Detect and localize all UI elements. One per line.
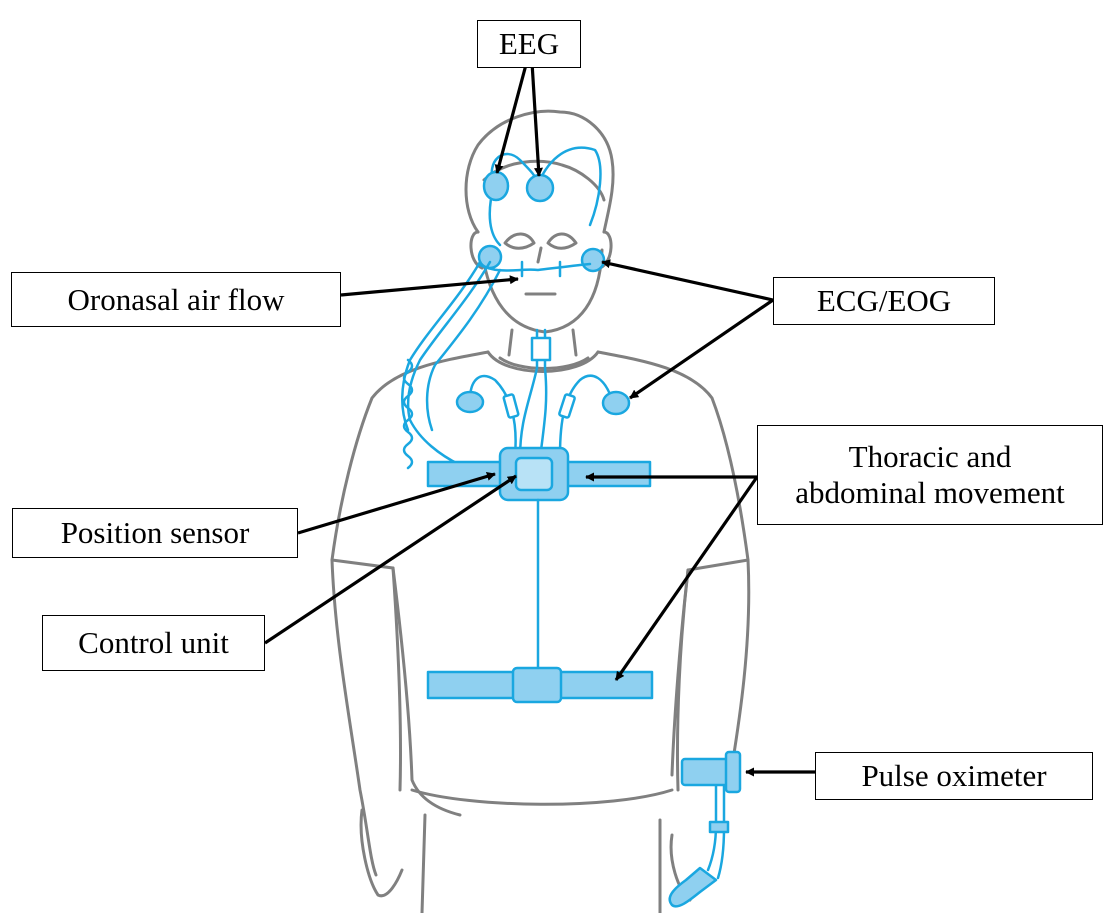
ecg-electrode-right-chest xyxy=(603,392,629,414)
left-arm-outer xyxy=(332,560,376,875)
left-leg xyxy=(422,815,425,913)
connector-right xyxy=(559,394,575,418)
neck-right xyxy=(573,330,576,355)
arrow-control-unit xyxy=(265,476,516,643)
arrow-ecg-eog-upper xyxy=(602,262,773,300)
annotation-arrows xyxy=(265,46,815,772)
abdominal-buckle xyxy=(513,668,561,702)
label-eeg: EEG xyxy=(477,20,581,68)
arrow-ecg-eog-lower xyxy=(630,300,773,398)
cable-bundle-left xyxy=(402,262,500,465)
left-eye xyxy=(505,234,534,248)
label-thoracic-abdominal-movement: Thoracic and abdominal movement xyxy=(757,425,1103,525)
arrow-position-sensor xyxy=(298,474,495,533)
right-eye xyxy=(548,234,576,248)
connector-left xyxy=(503,394,518,418)
shirt-hem xyxy=(412,790,672,804)
nose xyxy=(538,248,541,262)
arrow-thoracic-lower xyxy=(616,477,757,680)
right-arm-inner xyxy=(677,570,688,790)
label-position-sensor: Position sensor xyxy=(12,508,298,558)
label-pulse-oximeter: Pulse oximeter xyxy=(815,752,1093,800)
neck-left xyxy=(509,330,512,355)
chin-connector xyxy=(532,338,550,360)
eog-electrode-right xyxy=(582,249,604,271)
ecg-electrode-left-chest xyxy=(457,392,483,412)
eeg-electrode-right xyxy=(527,175,553,201)
body-outline xyxy=(332,111,749,913)
sensor-equipment xyxy=(402,148,740,907)
label-control-unit: Control unit xyxy=(42,615,265,671)
position-sensor xyxy=(516,458,552,490)
label-oronasal-air-flow: Oronasal air flow xyxy=(11,272,341,327)
oximeter-connector xyxy=(710,822,728,832)
eeg-electrode-left xyxy=(484,172,508,200)
oximeter-clip xyxy=(726,752,740,792)
label-ecg-eog: ECG/EOG xyxy=(773,277,995,325)
eog-electrode-left xyxy=(479,246,501,268)
